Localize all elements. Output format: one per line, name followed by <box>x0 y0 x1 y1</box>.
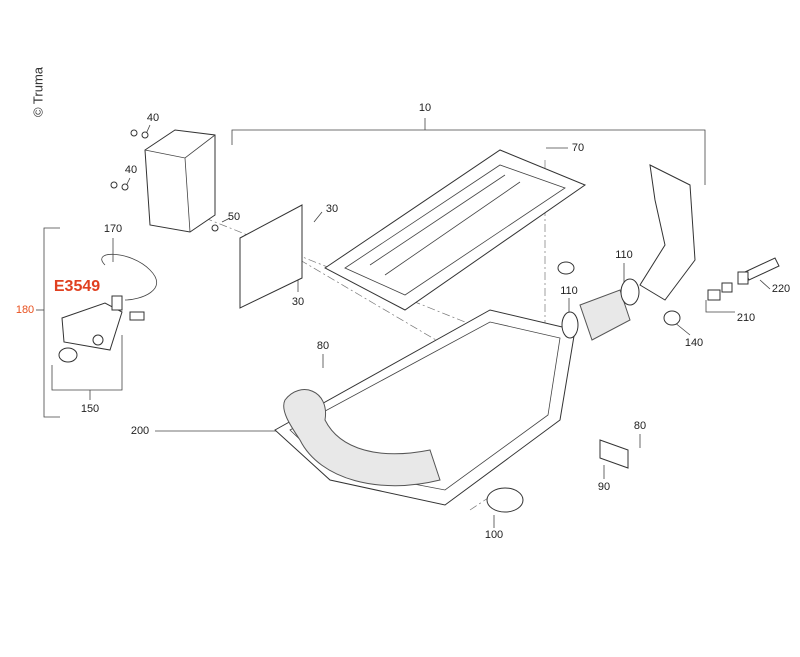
callout-50: 50 <box>227 211 241 223</box>
hose-clamp <box>561 311 579 339</box>
fitting <box>737 271 749 285</box>
top-cover <box>324 149 587 311</box>
callout-40: 40 <box>124 164 138 176</box>
bellows <box>579 289 631 341</box>
callout-30: 30 <box>325 203 339 215</box>
bracket <box>599 439 629 469</box>
flexible-duct <box>283 389 441 487</box>
callout-100: 100 <box>484 529 504 541</box>
hose-clamp <box>620 278 640 306</box>
callout-90: 90 <box>597 481 611 493</box>
mounting-plate <box>239 204 303 309</box>
callout-170: 170 <box>103 223 123 235</box>
outlet-elbow <box>639 164 696 301</box>
diagram-code: E3549 <box>53 278 101 295</box>
callout-80: 80 <box>316 340 330 352</box>
drain-cup <box>486 487 524 513</box>
control-panel <box>58 253 158 363</box>
callout-150: 150 <box>80 403 100 415</box>
callout-200: 200 <box>130 425 150 437</box>
callout-80: 80 <box>633 420 647 432</box>
callout-140: 140 <box>684 337 704 349</box>
electronics-housing <box>144 129 216 233</box>
callout-220: 220 <box>771 283 791 295</box>
pipe <box>744 257 780 281</box>
callout-40: 40 <box>146 112 160 124</box>
callout-70: 70 <box>571 142 585 154</box>
cap <box>663 310 681 326</box>
callout-110: 110 <box>615 249 633 261</box>
callout-210: 210 <box>736 312 756 324</box>
callout-180: 180 <box>15 304 35 316</box>
fitting <box>707 289 721 301</box>
callout-30: 30 <box>291 296 305 308</box>
callout-10: 10 <box>418 102 432 114</box>
callout-110: 110 <box>560 285 578 297</box>
grommet <box>557 261 575 275</box>
fitting <box>721 282 733 293</box>
copyright-text: © Truma <box>30 66 46 118</box>
